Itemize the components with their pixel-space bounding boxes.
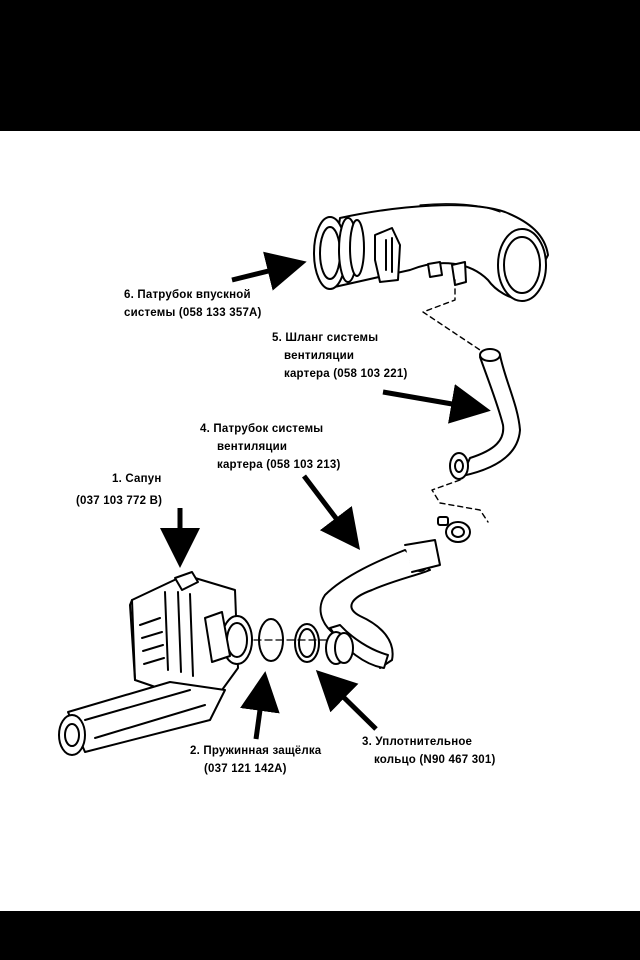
seal-ring-icon bbox=[294, 623, 320, 663]
label-part6: 6. Патрубок впускной системы (058 133 35… bbox=[124, 286, 262, 322]
arrow-part4 bbox=[302, 474, 361, 550]
label-arrows bbox=[160, 251, 491, 740]
label-part6-line1: 6. Патрубок впускной bbox=[124, 289, 251, 301]
label-part5-line1: 5. Шланг системы bbox=[272, 332, 379, 344]
label-part2-line2: (037 121 142А) bbox=[204, 763, 287, 775]
label-part1: 1. Сапун (037 103 772 В) bbox=[76, 470, 162, 510]
label-part3-line1: 3. Уплотнительное bbox=[362, 736, 473, 748]
label-part5-line3: картера (058 103 221) bbox=[284, 368, 408, 380]
label-part4-line1: 4. Патрубок системы bbox=[200, 423, 324, 435]
label-part6-line2: системы (058 133 357А) bbox=[124, 307, 262, 319]
label-part3: 3. Уплотнительное кольцо (N90 467 301) bbox=[362, 733, 496, 769]
label-part2-line1: 2. Пружинная защёлка bbox=[190, 745, 322, 757]
label-part4: 4. Патрубок системы вентиляции картера (… bbox=[200, 420, 340, 474]
arrow-part2 bbox=[240, 671, 280, 740]
label-part4-line3: картера (058 103 213) bbox=[217, 459, 341, 471]
intake-pipe-icon bbox=[313, 203, 549, 302]
top-black-bar bbox=[0, 0, 640, 131]
arrow-part3 bbox=[315, 669, 378, 731]
hose-clamp-icon bbox=[437, 516, 471, 543]
label-part4-line2: вентиляции bbox=[217, 441, 288, 453]
arrow-part5 bbox=[382, 384, 491, 424]
bottom-black-bar bbox=[0, 911, 640, 960]
label-part5: 5. Шланг системы вентиляции картера (058… bbox=[272, 329, 407, 383]
label-part3-line2: кольцо (N90 467 301) bbox=[374, 754, 496, 766]
arrow-part6 bbox=[231, 251, 307, 291]
ventilation-hose-icon bbox=[449, 348, 521, 480]
ventilation-pipe-icon bbox=[319, 539, 441, 669]
label-part2: 2. Пружинная защёлка (037 121 142А) bbox=[190, 742, 321, 778]
label-part1-line2: (037 103 772 В) bbox=[76, 495, 163, 507]
label-part1-line1: 1. Сапун bbox=[112, 473, 162, 485]
breather-icon bbox=[58, 571, 253, 756]
label-part5-line2: вентиляции bbox=[284, 350, 355, 362]
